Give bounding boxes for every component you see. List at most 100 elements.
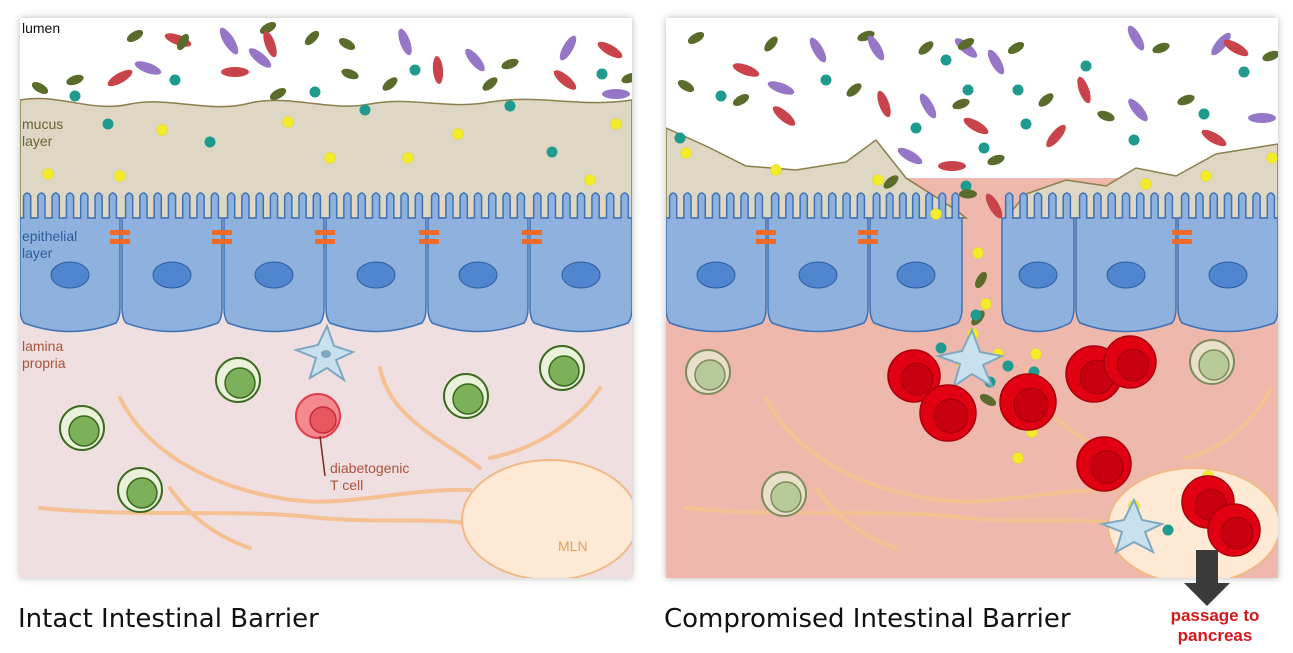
bacterium	[259, 22, 277, 34]
cell-nucleus	[458, 261, 498, 289]
antigen-particle	[680, 147, 692, 159]
lymph-vessel	[684, 506, 1113, 525]
lymph-vessel	[118, 396, 472, 504]
cell-nucleus	[152, 261, 192, 289]
antigen-particle	[1266, 152, 1278, 164]
bacterium	[1223, 39, 1249, 57]
bacterium	[31, 82, 49, 94]
antigen-particle	[402, 152, 414, 164]
microbial-product	[596, 68, 608, 80]
bacterium	[1007, 42, 1025, 54]
microbial-product	[1002, 360, 1014, 372]
bacterium	[177, 33, 189, 51]
antigen-particle	[1012, 452, 1024, 464]
bacterium	[809, 37, 827, 63]
bacterium	[772, 106, 796, 126]
antigen-particle	[1200, 170, 1212, 182]
tight-junction	[756, 230, 776, 235]
bacterium	[1046, 124, 1066, 148]
bacterium	[597, 41, 623, 59]
antigen-particle	[452, 128, 464, 140]
antigen-particle	[980, 298, 992, 310]
bacterium	[219, 27, 237, 53]
bacterium	[846, 83, 862, 97]
tight-junction	[315, 230, 335, 235]
lymph-vessel	[488, 386, 602, 460]
bacterium	[248, 48, 272, 68]
bacterium	[482, 77, 498, 91]
bacterium	[867, 35, 885, 61]
bacterium	[465, 48, 485, 72]
antigen-particle	[610, 118, 622, 130]
lymph-vessel	[378, 366, 482, 470]
cell-nucleus	[561, 261, 601, 289]
epithelial-layer-damaged	[666, 192, 1278, 333]
dendritic-cell-mln	[1098, 497, 1166, 555]
microbial-product	[309, 86, 321, 98]
antigen-particle	[1030, 348, 1042, 360]
microbial-product	[820, 74, 832, 86]
bacterium	[602, 89, 630, 99]
antigen-particle	[1140, 178, 1152, 190]
cell-nucleus	[224, 367, 256, 399]
passage-arrow-shaft	[1196, 550, 1218, 578]
antigen-particle	[324, 152, 336, 164]
cell-nucleus	[126, 477, 158, 509]
tight-junction	[522, 239, 542, 244]
intact-barrier-panel: lumen mucus layer epithelial layer lamin…	[20, 18, 632, 578]
bacterium	[1262, 50, 1278, 62]
antigen-particle	[282, 116, 294, 128]
bacterium	[341, 68, 359, 80]
microbes	[31, 22, 632, 186]
cell-nucleus	[50, 261, 90, 289]
bacterium	[979, 394, 997, 406]
tight-junction	[315, 239, 335, 244]
lumen-label: lumen	[22, 20, 61, 36]
bacterium	[559, 35, 577, 61]
t-cell-label: diabetogenic T cell	[330, 460, 410, 493]
microbial-product	[674, 132, 686, 144]
bacterium	[959, 189, 977, 199]
bacterium	[985, 193, 1003, 219]
cell-nucleus	[933, 398, 969, 434]
bacterium	[221, 67, 249, 77]
bacterium	[432, 56, 444, 84]
cell-nucleus	[356, 261, 396, 289]
bacterium	[897, 147, 923, 165]
bacterium	[952, 98, 970, 110]
cell-nucleus	[1013, 387, 1049, 423]
bacterium	[732, 94, 750, 106]
epithelial-layer	[20, 192, 632, 333]
microbial-product	[970, 309, 982, 321]
tight-junction	[1172, 239, 1192, 244]
antigen-particle	[930, 208, 942, 220]
bacterium	[1127, 25, 1145, 51]
microbial-product	[546, 146, 558, 158]
intact-barrier-caption: Intact Intestinal Barrier	[18, 604, 319, 634]
tight-junction	[110, 230, 130, 235]
microbial-product	[962, 84, 974, 96]
bacterium	[1038, 93, 1054, 107]
compromised-barrier-diagram	[666, 18, 1278, 578]
bacterium	[987, 49, 1005, 75]
microbial-product	[409, 64, 421, 76]
bacterium	[134, 61, 162, 75]
microbial-product	[1020, 118, 1032, 130]
tight-junction	[858, 230, 878, 235]
microbial-product	[715, 90, 727, 102]
microbial-product	[504, 100, 516, 112]
bacterium	[338, 38, 356, 50]
bacterium	[1211, 32, 1231, 56]
microbial-product	[1238, 66, 1250, 78]
bacterium	[269, 88, 287, 100]
microbial-product	[978, 142, 990, 154]
tight-junction	[110, 239, 130, 244]
cell-nucleus	[452, 383, 484, 415]
cell-nucleus	[696, 261, 736, 289]
lymph-vessel	[1184, 386, 1273, 460]
bacterium	[501, 58, 519, 70]
t-cell-pointer	[319, 435, 326, 477]
lymph-vessel	[814, 486, 898, 550]
bacterium	[1177, 94, 1195, 106]
antigen-particle	[584, 174, 596, 186]
